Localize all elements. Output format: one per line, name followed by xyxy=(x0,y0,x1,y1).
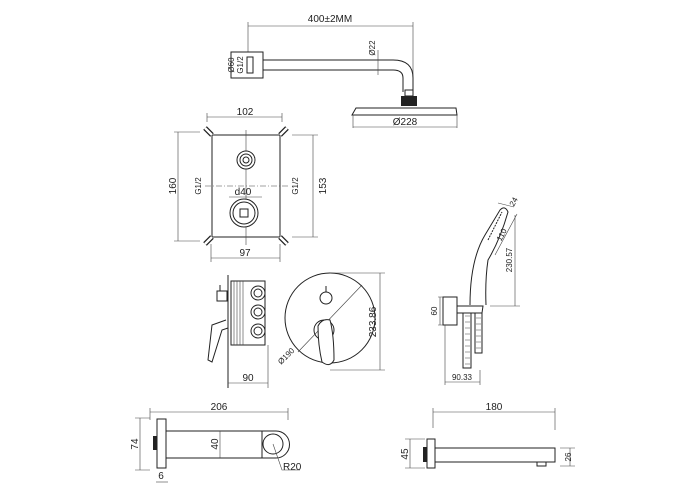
cartridge-label: d40 xyxy=(235,187,252,198)
spout-round-body-label: 40 xyxy=(210,438,221,450)
box-height-left-label: 160 xyxy=(168,177,179,194)
hand-depth-label: 90.33 xyxy=(452,373,473,382)
box-thread-left-label: G1/2 xyxy=(194,177,203,195)
arm-pipe xyxy=(263,59,414,92)
valve-side-view: 90 xyxy=(207,275,269,388)
valve-depth-label: 90 xyxy=(242,373,254,384)
pipe-dia-label: Ø22 xyxy=(368,40,377,56)
spout-square-body xyxy=(434,447,556,463)
round-spout-view: 206 74 40 R20 6 xyxy=(130,402,302,483)
valve-plate-view: Ø190 233.86 xyxy=(276,272,385,371)
arm-thread-label: G1/2 xyxy=(236,56,245,74)
spout-square-height-label: 45 xyxy=(400,448,411,460)
hand-shower-view: 60 230.57 110 24 90.33 xyxy=(430,195,520,385)
box-width-bottom-label: 97 xyxy=(239,248,251,259)
spout-flange-label: 6 xyxy=(158,471,164,482)
arm-length-label: 400±2MM xyxy=(308,14,352,25)
holder-label: 60 xyxy=(430,306,439,315)
spout-round-length-label: 206 xyxy=(211,402,228,413)
box-thread-right-label: G1/2 xyxy=(291,177,300,195)
square-spout-view: 180 45 26 xyxy=(400,402,575,469)
flange-dia-label: Ø60 xyxy=(227,57,236,73)
shower-arm-view: 400±2MM Ø60 G1/2 Ø22 Ø228 xyxy=(227,14,458,128)
shower-head xyxy=(351,107,458,116)
hand-shower-handle xyxy=(469,207,509,306)
concealed-box-view: 102 160 153 G1/2 G1/2 d40 97 xyxy=(168,107,329,262)
valve-lever xyxy=(317,319,335,366)
spout-round-height-label: 74 xyxy=(130,438,141,450)
holder-flange xyxy=(442,296,458,326)
spout-square-length-label: 180 xyxy=(486,402,503,413)
spout-radius-label: R20 xyxy=(283,462,302,473)
box-width-top-label: 102 xyxy=(237,107,254,118)
head-connector xyxy=(401,96,417,106)
head-dia-label: Ø228 xyxy=(393,117,418,128)
box-height-right-label: 153 xyxy=(318,177,329,194)
valve-height-label: 233.86 xyxy=(368,306,379,337)
plate-dia-label: Ø190 xyxy=(276,346,297,367)
hand-length-label: 230.57 xyxy=(505,247,514,272)
spout-outlet-label: 26 xyxy=(564,452,573,461)
valve-lever-side xyxy=(207,319,229,363)
hand-head-label: 110 xyxy=(495,227,509,243)
spout-round-body xyxy=(165,430,263,459)
